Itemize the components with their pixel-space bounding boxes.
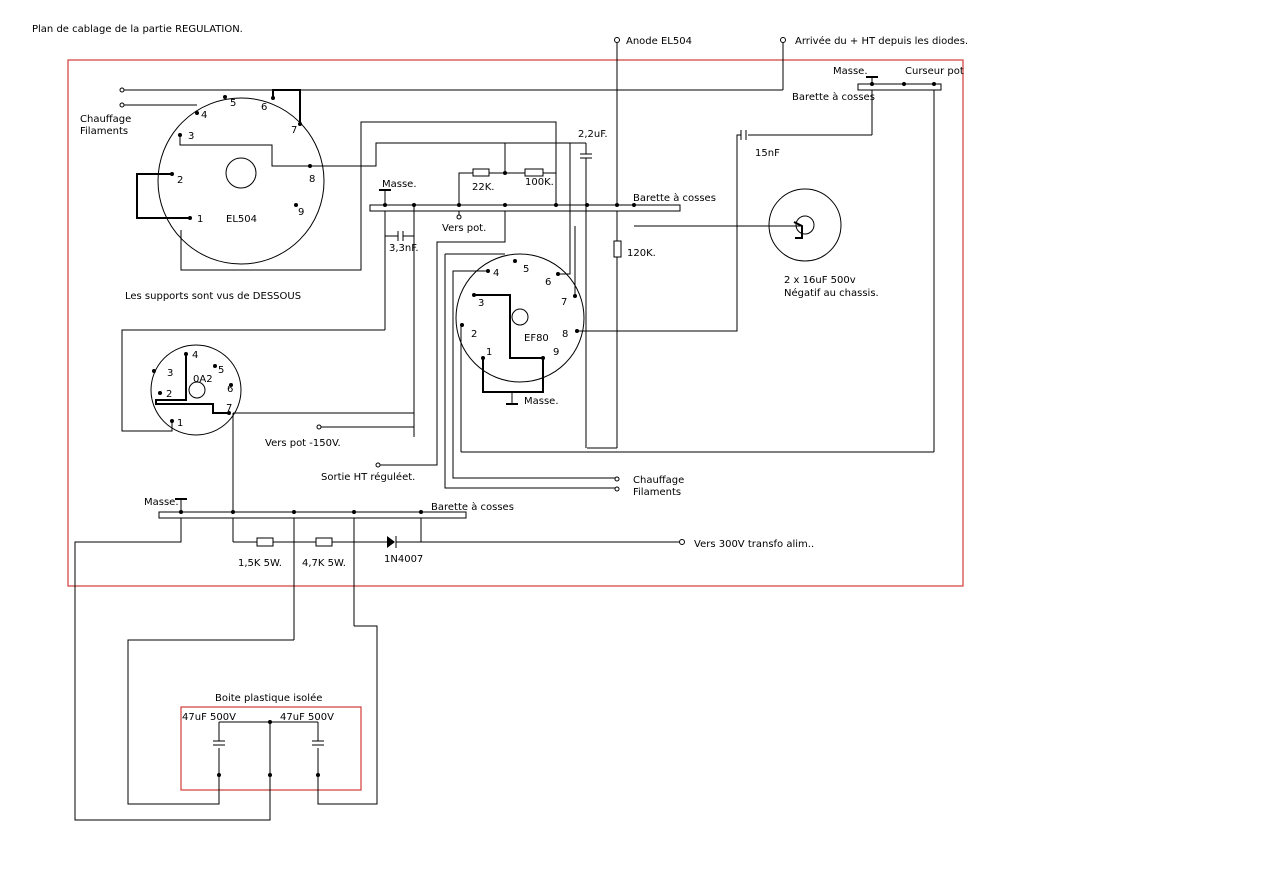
curseur-pot-label: Curseur pot xyxy=(905,66,964,77)
barette-top-label: Barette à cosses xyxy=(792,91,875,103)
svg-text:2: 2 xyxy=(471,329,477,340)
svg-text:2: 2 xyxy=(166,389,172,400)
insulated-box-frame xyxy=(180,706,362,791)
r22k-label: 22K. xyxy=(472,182,494,193)
svg-text:9: 9 xyxy=(553,347,559,358)
vers-pot-label: Vers pot. xyxy=(442,223,486,234)
svg-text:5: 5 xyxy=(218,365,224,376)
filaments-top-label: Filaments xyxy=(80,126,128,137)
barette-top xyxy=(857,83,942,91)
svg-text:5: 5 xyxy=(230,98,236,109)
diagram-title: Plan de cablage de la partie REGULATION. xyxy=(32,24,243,35)
oa2-label: 0A2 xyxy=(193,374,213,385)
svg-text:6: 6 xyxy=(545,277,551,288)
svg-text:3: 3 xyxy=(167,368,173,379)
c15nf-label: 15nF xyxy=(755,148,780,159)
masse-mid-label: Masse. xyxy=(382,179,417,190)
barette-bot-label: Barette à cosses xyxy=(431,501,514,513)
svg-text:6: 6 xyxy=(227,384,233,395)
c22uf-label: 2,2uF. xyxy=(578,129,608,140)
svg-text:2: 2 xyxy=(177,175,183,186)
resistor-22k xyxy=(472,168,490,177)
ef80-label: EF80 xyxy=(524,333,549,344)
chauffage-top-label: Chauffage xyxy=(80,114,131,125)
svg-text:1: 1 xyxy=(197,214,203,225)
ht-arrival-label: Arrivée du + HT depuis les diodes. xyxy=(795,35,968,47)
resistor-100k xyxy=(524,168,544,177)
r15k-label: 1,5K 5W. xyxy=(238,558,282,569)
svg-text:6: 6 xyxy=(261,102,267,113)
svg-text:8: 8 xyxy=(562,329,568,340)
resistor-1-5k xyxy=(256,537,274,547)
anode-terminal xyxy=(614,37,620,43)
sortie-ht-label: Sortie HT réguléet. xyxy=(321,471,415,483)
svg-text:4: 4 xyxy=(192,350,198,361)
masse-bot-label: Masse. xyxy=(144,497,179,508)
svg-text:4: 4 xyxy=(201,110,207,121)
r100k-label: 100K. xyxy=(525,177,554,188)
vers-pot-150-label: Vers pot -150V. xyxy=(265,438,341,449)
resistor-120k xyxy=(613,240,622,258)
ht-terminal xyxy=(780,37,786,43)
svg-text:8: 8 xyxy=(309,174,315,185)
diode-label: 1N4007 xyxy=(384,554,423,565)
vers-300v-label: Vers 300V transfo alim.. xyxy=(694,539,814,550)
chauffage-mid-label: Chauffage xyxy=(633,475,684,486)
r47k-label: 4,7K 5W. xyxy=(302,558,346,569)
regulation-frame xyxy=(67,59,964,587)
capacitor-2x16uf xyxy=(768,188,842,262)
svg-text:7: 7 xyxy=(561,297,567,308)
masse-ef80-label: Masse. xyxy=(524,396,559,407)
anode-label: Anode EL504 xyxy=(626,36,692,47)
svg-text:9: 9 xyxy=(298,207,304,218)
barette-bot xyxy=(158,511,467,519)
cap-2x16-label: 2 x 16uF 500v xyxy=(784,275,856,286)
filaments-mid-label: Filaments xyxy=(633,487,681,498)
svg-text:7: 7 xyxy=(291,125,297,136)
svg-text:3: 3 xyxy=(188,131,194,142)
resistor-4-7k xyxy=(315,537,333,547)
r120k-label: 120K. xyxy=(627,248,656,259)
oa2-socket: 0A2 1 2 3 4 5 6 7 xyxy=(150,344,242,436)
svg-text:3: 3 xyxy=(478,298,484,309)
svg-text:7: 7 xyxy=(226,403,232,414)
c47-2-label: 47uF 500V xyxy=(280,712,334,723)
barette-mid xyxy=(369,204,681,212)
c33nf-label: 3,3nF. xyxy=(389,243,419,254)
svg-text:1: 1 xyxy=(486,347,492,358)
svg-text:4: 4 xyxy=(493,268,499,279)
barette-mid-label: Barette à cosses xyxy=(633,192,716,204)
svg-text:1: 1 xyxy=(177,418,183,429)
ef80-socket: EF80 1 2 3 4 5 6 7 8 9 xyxy=(455,253,585,383)
el504-label: EL504 xyxy=(226,214,257,225)
boite-label: Boite plastique isolée xyxy=(215,692,322,704)
negatif-label: Négatif au chassis. xyxy=(784,287,879,299)
diode-1n4007 xyxy=(387,536,395,548)
svg-text:5: 5 xyxy=(523,264,529,275)
masse-top-label: Masse. xyxy=(833,66,868,77)
supports-note: Les supports sont vus de DESSOUS xyxy=(125,291,301,302)
c47-1-label: 47uF 500V xyxy=(182,712,236,723)
